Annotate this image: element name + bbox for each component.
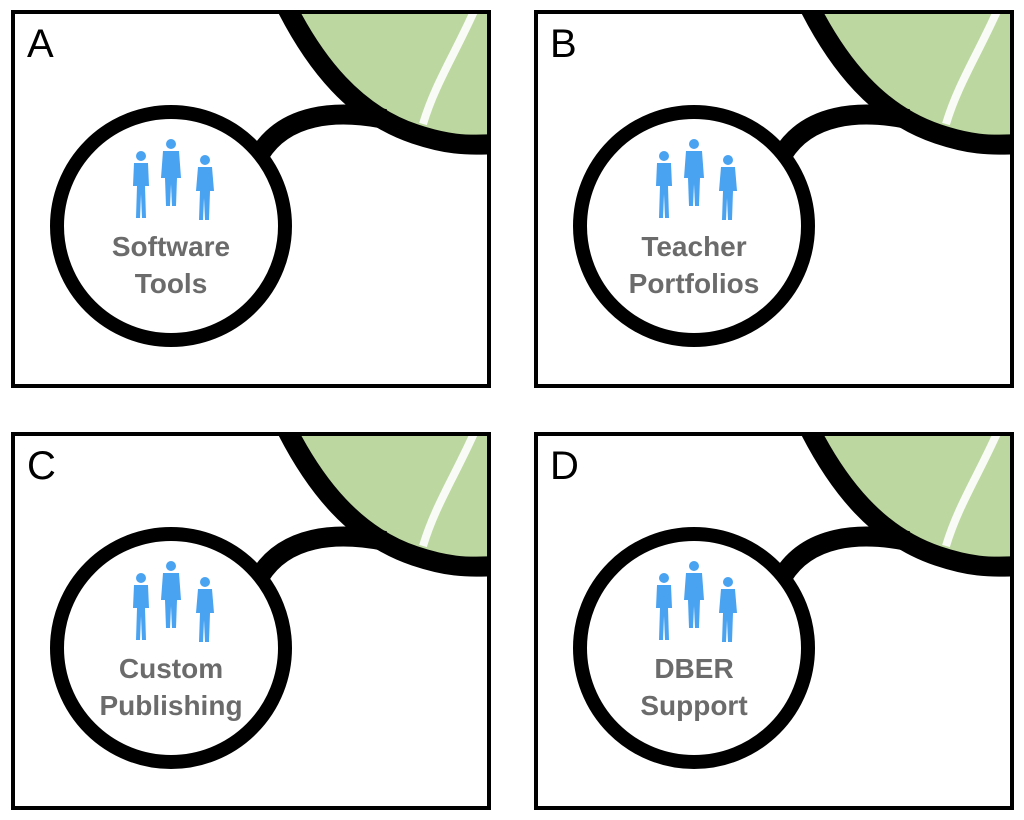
panel-letter: D <box>550 444 579 488</box>
node-label-line1: Teacher <box>641 231 747 262</box>
panel-letter: C <box>27 444 56 488</box>
hub-outline <box>801 436 1010 577</box>
people-group-icon <box>656 139 737 220</box>
panel-d: D DBER Support <box>534 432 1014 810</box>
connector-branch <box>251 104 387 160</box>
connector-branch <box>774 526 910 582</box>
hub-segment <box>813 14 1010 145</box>
connector-art <box>573 14 1010 347</box>
connector-art <box>50 14 487 347</box>
people-group-icon <box>133 561 214 642</box>
node-label-line2: Publishing <box>99 690 243 721</box>
connector-art <box>50 436 487 769</box>
hub-segment <box>290 14 487 145</box>
people-group-icon <box>656 561 737 642</box>
panel-a: A Software Tools <box>11 10 491 388</box>
node-label-line2: Support <box>640 690 748 721</box>
panel-letter: B <box>550 22 577 66</box>
node-label-line1: Software <box>111 231 231 262</box>
node-label: Software Tools <box>71 228 271 302</box>
node-circle <box>50 105 292 347</box>
node-label-line1: Custom <box>118 653 224 684</box>
connector-art <box>573 436 1010 769</box>
node-circle <box>50 527 292 769</box>
panel-c: C Custom Publishing <box>11 432 491 810</box>
hub-outline <box>801 14 1010 155</box>
panel-b: B Teacher Portfolios <box>534 10 1014 388</box>
node-label: Custom Publishing <box>71 650 271 724</box>
node-label-line2: Tools <box>134 268 208 299</box>
hub-highlight <box>942 436 1001 548</box>
connector-branch <box>774 104 910 160</box>
node-label: Teacher Portfolios <box>594 228 794 302</box>
node-circle <box>573 105 815 347</box>
connector-branch <box>251 526 387 582</box>
panel-letter: A <box>27 22 54 66</box>
hub-highlight <box>419 436 478 548</box>
node-circle <box>573 527 815 769</box>
node-label-line1: DBER <box>654 653 734 684</box>
node-label: DBER Support <box>594 650 794 724</box>
hub-highlight <box>942 14 1001 126</box>
hub-highlight <box>419 14 478 126</box>
hub-outline <box>278 436 487 577</box>
hub-outline <box>278 14 487 155</box>
hub-segment <box>290 436 487 567</box>
people-group-icon <box>133 139 214 220</box>
node-label-line2: Portfolios <box>628 268 760 299</box>
hub-segment <box>813 436 1010 567</box>
